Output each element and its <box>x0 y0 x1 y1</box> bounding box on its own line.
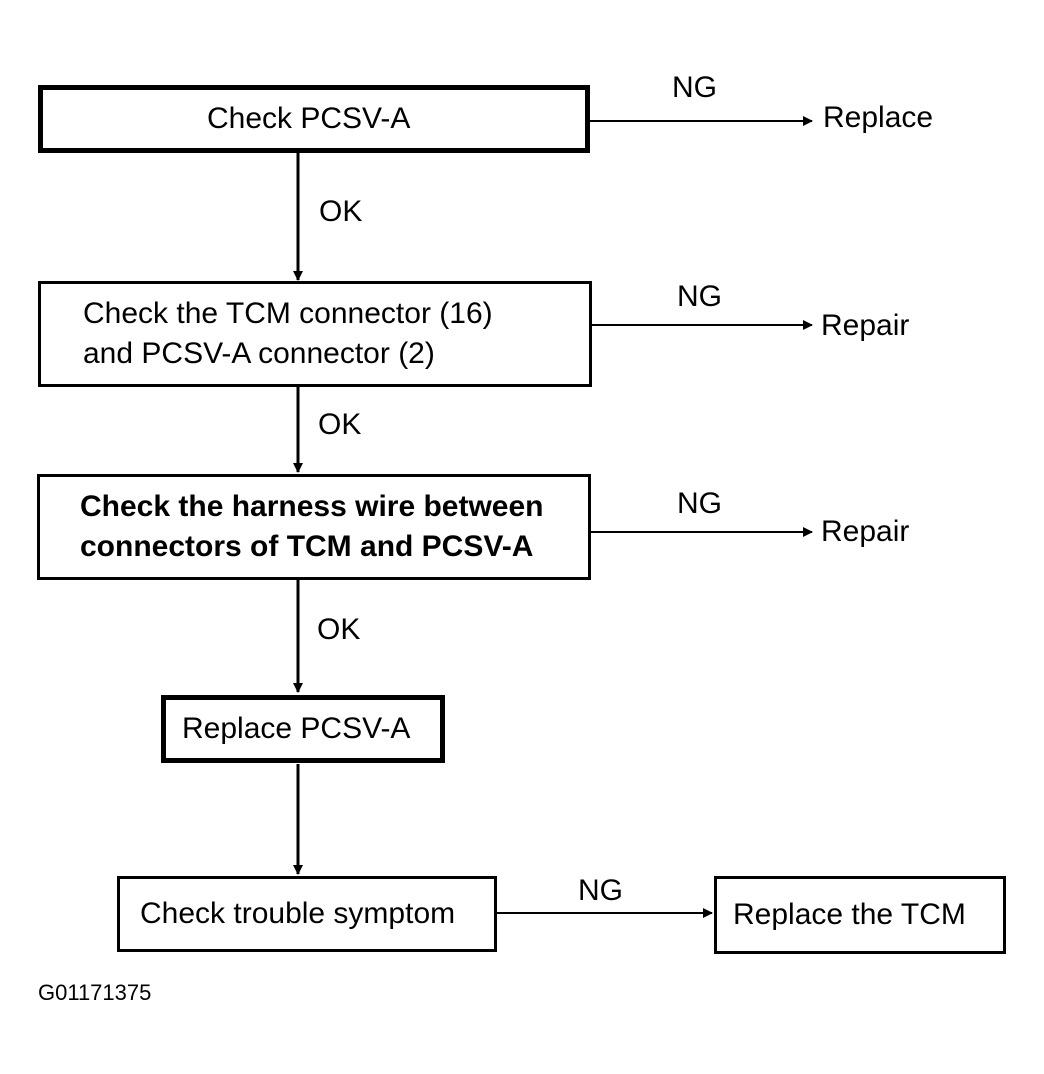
ok-label: OK <box>318 408 362 441</box>
step-text: Replace the TCM <box>733 898 966 931</box>
ok-label: OK <box>319 195 363 228</box>
ng-label: NG <box>672 71 717 104</box>
step-check-pcsv-a: Check PCSV-A <box>38 85 590 153</box>
ng-label: NG <box>677 487 722 520</box>
outcome-repair: Repair <box>821 515 910 548</box>
step-text: Replace PCSV-A <box>182 712 411 745</box>
step-replace-pcsv-a: Replace PCSV-A <box>161 695 445 763</box>
ng-label: NG <box>677 280 722 313</box>
ok-label: OK <box>317 613 361 646</box>
step-check-connectors: Check the TCM connector (16) and PCSV-A … <box>38 281 592 387</box>
step-text: and PCSV-A connector (2) <box>83 337 435 370</box>
step-text: Check the TCM connector (16) <box>83 297 493 330</box>
figure-id: G01171375 <box>38 980 152 1005</box>
step-text: Check PCSV-A <box>207 102 411 135</box>
step-text: Check the harness wire between <box>80 490 544 523</box>
step-replace-tcm: Replace the TCM <box>714 876 1006 954</box>
outcome-repair: Repair <box>821 309 910 342</box>
outcome-replace: Replace <box>823 101 934 134</box>
step-check-trouble-symptom: Check trouble symptom <box>117 876 497 952</box>
step-text: Check trouble symptom <box>140 897 456 930</box>
step-text: connectors of TCM and PCSV-A <box>80 530 534 563</box>
step-check-harness-wire: Check the harness wire between connector… <box>37 474 591 580</box>
ng-label: NG <box>578 874 623 907</box>
